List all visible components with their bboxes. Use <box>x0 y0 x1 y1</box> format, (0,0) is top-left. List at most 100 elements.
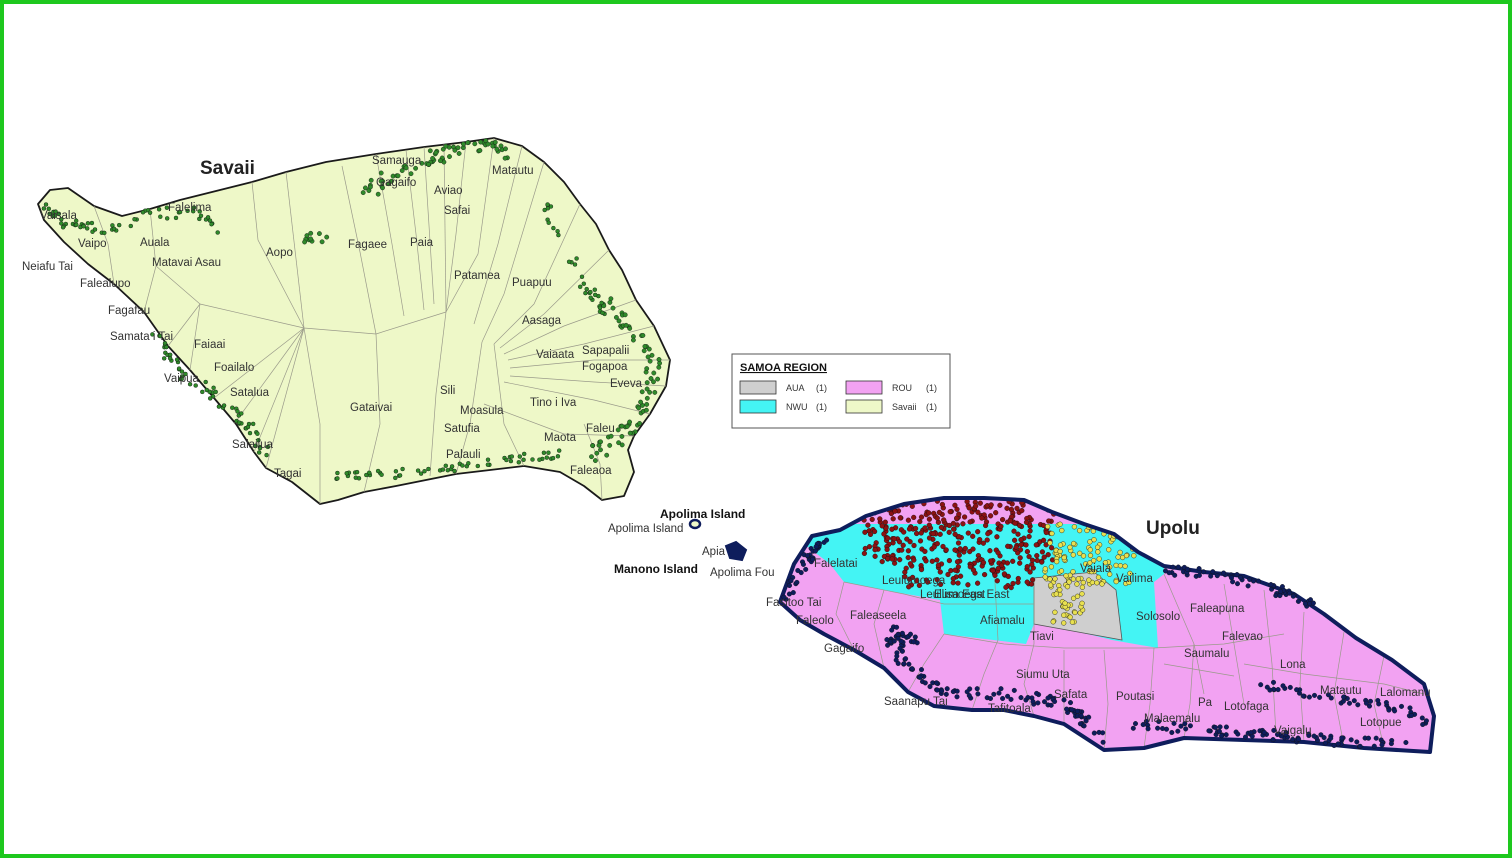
settlement-dot <box>1091 557 1097 564</box>
settlement-dot <box>183 371 188 377</box>
settlement-dot <box>952 531 958 537</box>
upolu-navy-dots <box>781 537 1429 750</box>
legend-label-savaii: Savaii <box>892 402 917 412</box>
settlement-dot <box>1087 539 1093 545</box>
settlement-dot <box>1014 505 1020 512</box>
settlement-dot <box>864 499 870 505</box>
settlement-dot <box>1025 695 1031 701</box>
settlement-dot <box>583 290 588 296</box>
settlement-dot <box>655 376 660 382</box>
settlement-dot <box>1086 714 1092 720</box>
settlement-dot <box>954 559 961 565</box>
settlement-dot <box>934 687 940 693</box>
settlement-dot <box>89 220 95 226</box>
settlement-dot <box>644 366 650 371</box>
settlement-dot <box>873 504 879 510</box>
settlement-dot <box>884 637 890 643</box>
settlement-dot <box>1099 522 1105 529</box>
settlement-dot <box>899 630 905 636</box>
settlement-dot <box>622 312 628 318</box>
settlement-dot <box>1063 573 1069 579</box>
settlement-dot <box>1123 552 1130 559</box>
settlement-dot <box>981 571 988 578</box>
settlement-dot <box>1106 524 1112 531</box>
settlement-dot <box>1290 593 1296 599</box>
settlement-dot <box>198 213 204 219</box>
place-label: Faleapuna <box>1190 603 1245 615</box>
settlement-dot <box>904 536 910 542</box>
settlement-dot <box>964 689 970 695</box>
settlement-dot <box>466 461 471 466</box>
legend-swatch-nwu <box>739 399 777 414</box>
settlement-dot <box>934 515 940 521</box>
settlement-dot <box>943 547 949 553</box>
settlement-dot <box>158 214 163 219</box>
place-label: Leulumoega <box>882 575 946 587</box>
settlement-dot <box>946 522 953 529</box>
settlement-dot <box>1005 543 1011 549</box>
settlement-dot <box>1159 726 1165 732</box>
settlement-dot <box>1088 569 1095 575</box>
settlement-dot <box>174 357 180 362</box>
settlement-dot <box>896 539 903 545</box>
settlement-dot <box>494 146 500 152</box>
settlement-dot <box>1100 739 1106 745</box>
settlement-dot <box>1290 736 1296 742</box>
settlement-dot <box>870 498 877 503</box>
settlement-dot <box>894 624 900 630</box>
place-label: Vaiala <box>1080 563 1112 575</box>
settlement-dot <box>999 516 1006 523</box>
settlement-dot <box>1398 703 1404 709</box>
settlement-dot <box>308 236 314 242</box>
settlement-dot <box>216 404 222 409</box>
apolima-island <box>688 518 702 530</box>
settlement-dot <box>1126 579 1132 586</box>
settlement-dot <box>426 161 431 167</box>
settlement-dot <box>193 383 198 388</box>
settlement-dot <box>1018 537 1024 543</box>
settlement-dot <box>1277 593 1283 599</box>
settlement-dot <box>574 256 579 261</box>
settlement-dot <box>1339 735 1345 741</box>
settlement-dot <box>1113 524 1119 531</box>
settlement-dot <box>1011 528 1017 534</box>
place-label: Poutasi <box>1116 691 1154 703</box>
settlement-dot <box>1067 614 1073 620</box>
settlement-dot <box>362 185 368 191</box>
settlement-dot <box>813 544 819 550</box>
settlement-dot <box>588 295 593 300</box>
settlement-dot <box>1278 588 1284 594</box>
settlement-dot <box>426 466 431 472</box>
settlement-dot <box>1287 590 1293 596</box>
settlement-dot <box>873 501 880 507</box>
settlement-dot <box>1131 553 1137 559</box>
settlement-dot <box>1061 554 1067 561</box>
settlement-dot <box>215 230 220 235</box>
settlement-dot <box>656 364 662 370</box>
settlement-dot <box>179 376 184 382</box>
settlement-dot <box>995 565 1001 572</box>
settlement-dot <box>912 525 919 532</box>
settlement-dot <box>1408 713 1414 719</box>
settlement-dot <box>615 427 621 433</box>
settlement-dot <box>955 540 962 546</box>
settlement-dot <box>167 356 173 361</box>
upolu-coastline <box>778 496 1436 754</box>
place-label: Aviao <box>434 185 463 197</box>
settlement-dot <box>1371 743 1377 749</box>
settlement-dot <box>1034 557 1040 564</box>
settlement-dot <box>56 211 61 217</box>
settlement-dot <box>616 318 622 324</box>
place-label: Puapuu <box>512 277 552 289</box>
settlement-dot <box>902 574 908 580</box>
legend-label-aua: AUA <box>786 383 805 393</box>
settlement-dot <box>1000 696 1006 702</box>
settlement-dot <box>74 222 79 228</box>
settlement-dot <box>897 515 903 521</box>
settlement-dot <box>1059 527 1065 534</box>
settlement-dot <box>952 547 958 553</box>
settlement-dot <box>1200 569 1206 575</box>
legend-swatch-rou <box>845 380 883 395</box>
settlement-dot <box>1335 741 1341 747</box>
place-label: Saanapu Tai <box>884 696 948 708</box>
